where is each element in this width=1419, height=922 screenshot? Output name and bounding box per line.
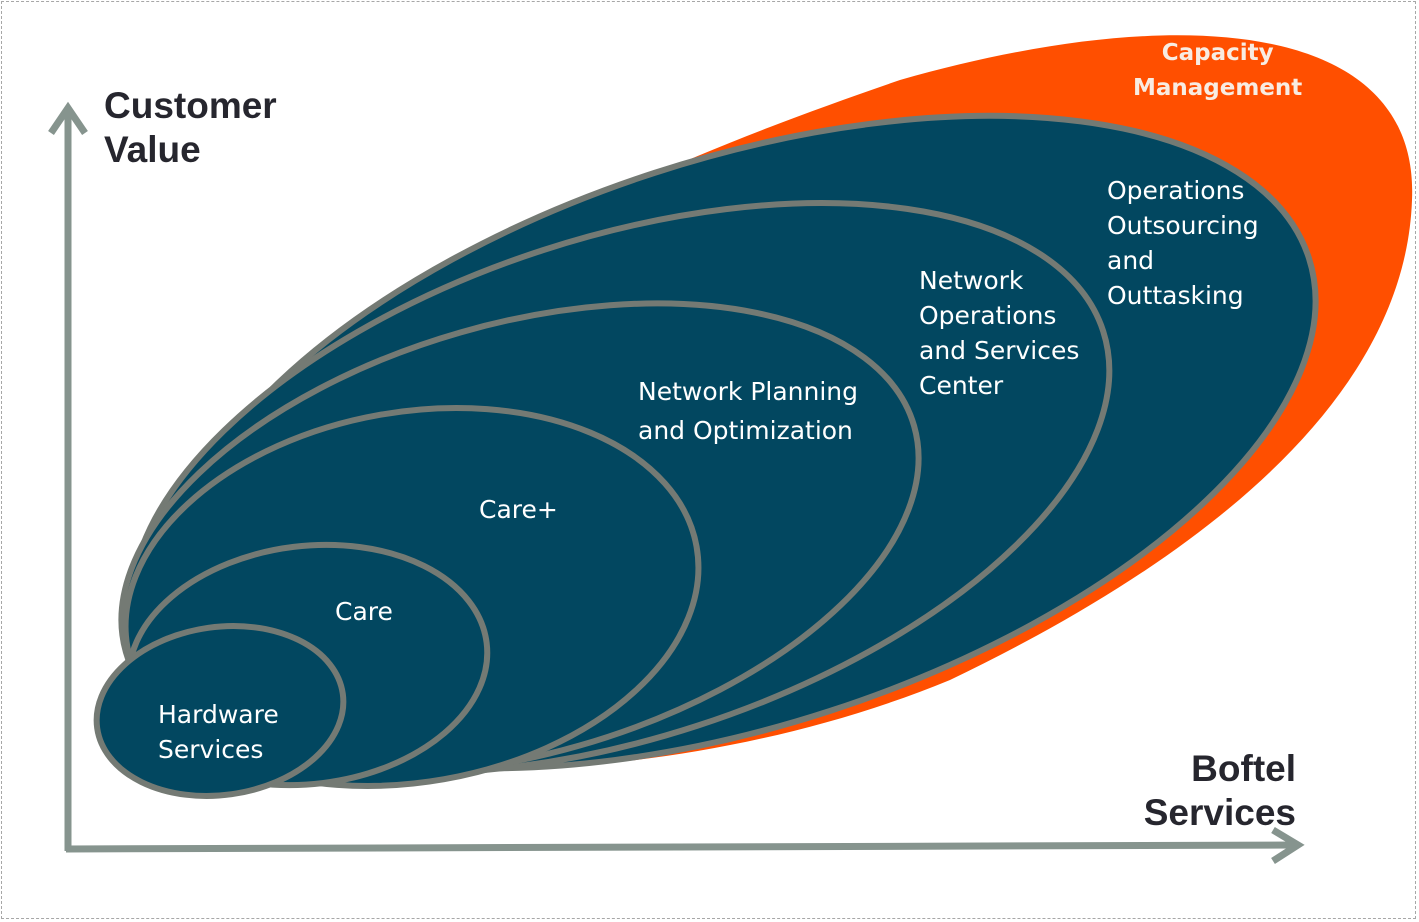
network-operations-line-3: and Services [919, 336, 1080, 365]
label-network-planning: Network Planning and Optimization [638, 372, 858, 450]
x-axis-line [65, 841, 1295, 853]
capacity-management-label: Capacity Management [1133, 36, 1302, 106]
operations-outsourcing-line-1: Operations [1107, 176, 1245, 205]
y-axis-arrowhead [48, 101, 88, 135]
care-plus-line-1: Care+ [479, 495, 558, 524]
network-operations-line-1: Network [919, 266, 1024, 295]
capacity-management-line-1: Capacity [1161, 40, 1274, 66]
network-operations-line-4: Center [919, 371, 1004, 400]
label-hardware-services: Hardware Services [158, 697, 279, 767]
y-axis-title-line-1: Customer [104, 85, 277, 126]
label-care: Care [335, 594, 393, 629]
hardware-services-line-1: Hardware [158, 700, 279, 729]
x-axis-title-line-2: Services [1143, 792, 1296, 833]
operations-outsourcing-line-4: Outtasking [1107, 281, 1244, 310]
network-planning-line-1: Network Planning [638, 377, 859, 406]
care-line-1: Care [335, 597, 393, 626]
label-care-plus: Care+ [479, 492, 558, 527]
x-axis-title-line-1: Boftel [1191, 748, 1296, 789]
network-planning-line-2: and Optimization [638, 416, 853, 445]
operations-outsourcing-line-2: Outsourcing [1107, 211, 1259, 240]
network-operations-line-2: Operations [919, 301, 1057, 330]
hardware-services-line-2: Services [158, 735, 264, 764]
label-operations-outsourcing: Operations Outsourcing and Outtasking [1107, 173, 1259, 313]
capacity-management-line-2: Management [1133, 75, 1303, 101]
x-axis-title: Boftel Services [1144, 747, 1296, 835]
y-axis-title: Customer Value [104, 84, 277, 172]
x-axis-arrowhead [1271, 826, 1305, 864]
operations-outsourcing-line-3: and [1107, 246, 1155, 275]
label-network-operations: Network Operations and Services Center [919, 263, 1079, 403]
ellipse-hardware-services [93, 623, 347, 799]
y-axis-title-line-2: Value [104, 129, 201, 170]
